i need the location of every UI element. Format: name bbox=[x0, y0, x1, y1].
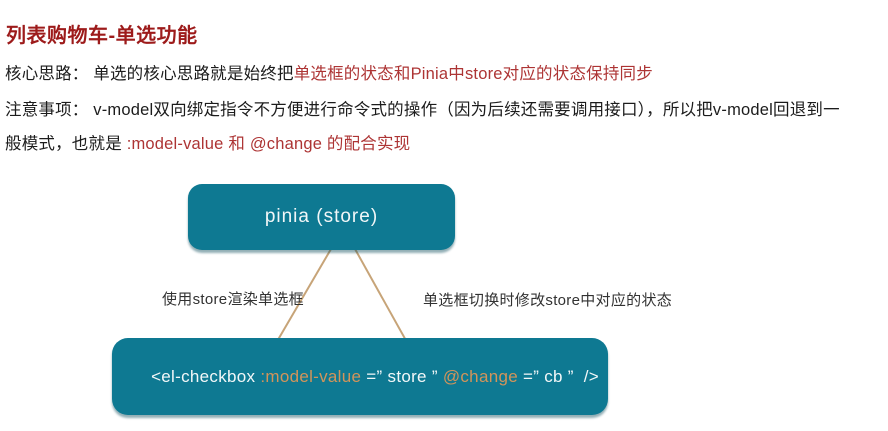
code-tag-open: <el-checkbox bbox=[151, 366, 261, 386]
left-arrow-caption: 使用store渲染单选框 bbox=[162, 291, 304, 308]
note-paragraph-line2: 般模式，也就是 :model-value 和 @change 的配合实现 bbox=[5, 130, 410, 154]
note-line2-highlight: :model-value 和 @change 的配合实现 bbox=[126, 135, 411, 153]
code-cb-value: =” cb ” /> bbox=[517, 366, 600, 386]
code-store-value: =” store ” bbox=[361, 366, 443, 386]
checkbox-code-snippet: <el-checkbox :model-value =” store ” @ch… bbox=[121, 347, 599, 407]
core-idea-label: 核心思路： 单选的核心思路就是始终把 bbox=[5, 65, 294, 83]
el-checkbox-node: <el-checkbox :model-value =” store ” @ch… bbox=[112, 338, 608, 415]
right-arrow-caption: 单选框切换时修改store中对应的状态 bbox=[423, 292, 673, 309]
core-idea-paragraph: 核心思路： 单选的核心思路就是始终把单选框的状态和Pinia中store对应的状… bbox=[5, 60, 653, 84]
note-paragraph-line1: 注意事项： v-model双向绑定指令不方便进行命令式的操作（因为后续还需要调用… bbox=[5, 96, 840, 120]
note-line2-text: 般模式，也就是 bbox=[5, 135, 127, 153]
pinia-store-label: pinia (store) bbox=[264, 206, 379, 227]
page-title: 列表购物车-单选功能 bbox=[6, 25, 198, 48]
code-model-value-attr: :model-value bbox=[260, 366, 362, 386]
note-line1-text: 注意事项： v-model双向绑定指令不方便进行命令式的操作（因为后续还需要调用… bbox=[5, 101, 840, 119]
code-change-attr: @change bbox=[442, 366, 518, 386]
pinia-store-node: pinia (store) bbox=[188, 184, 455, 250]
core-idea-highlight: 单选框的状态和Pinia中store对应的状态保持同步 bbox=[293, 65, 653, 83]
